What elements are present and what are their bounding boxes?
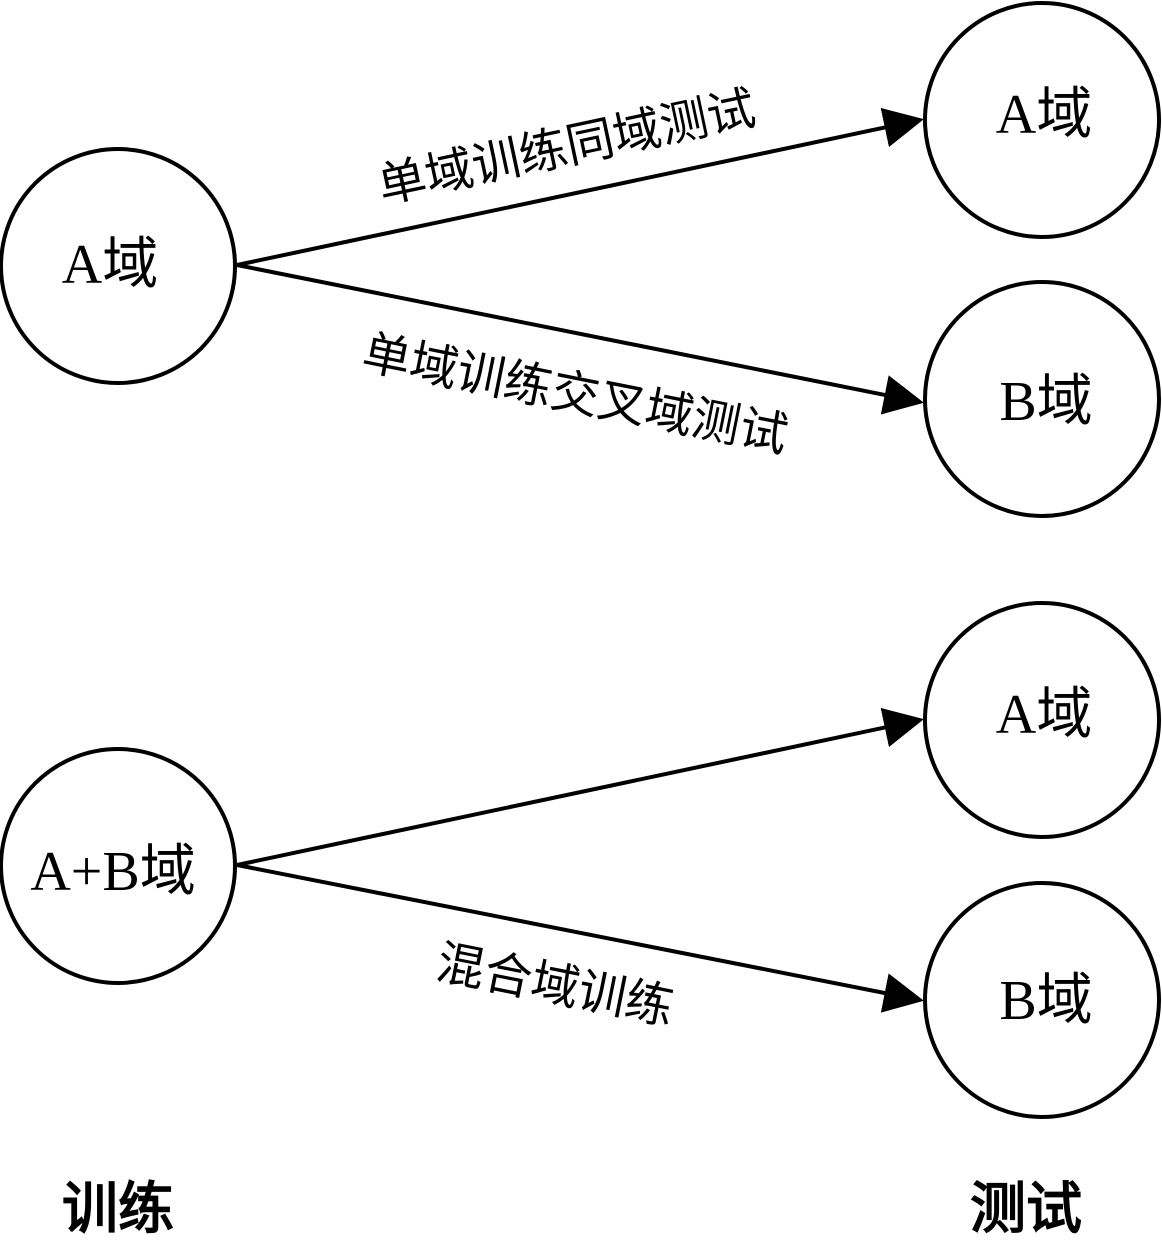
edge-label-cross-domain: 单域训练交叉域测试 xyxy=(358,325,793,465)
edge-cross-domain-arrow xyxy=(236,263,924,415)
edge-mixed-to-b-arrow xyxy=(236,863,924,1013)
footer-train-label: 训练 xyxy=(62,1177,174,1242)
node-train-ab: A+B域 xyxy=(0,747,237,985)
node-test-b-bottom-label: B域 xyxy=(999,970,1092,1032)
node-test-b-top-label: B域 xyxy=(999,371,1092,433)
node-train-a-label: A域 xyxy=(62,234,158,296)
node-train-a: A域 xyxy=(0,147,237,385)
node-test-b-top: B域 xyxy=(923,280,1161,518)
node-test-a-top: A域 xyxy=(923,1,1161,239)
footer-test-label: 测试 xyxy=(970,1177,1082,1242)
node-test-a-bottom-label: A域 xyxy=(996,684,1092,746)
node-test-a-top-label: A域 xyxy=(996,84,1092,146)
node-train-ab-label: A+B域 xyxy=(30,841,195,903)
edge-label-mixed-domain: 混合域训练 xyxy=(432,934,678,1036)
node-test-b-bottom: B域 xyxy=(923,881,1161,1119)
edge-same-domain-arrow xyxy=(236,107,924,267)
node-test-a-bottom: A域 xyxy=(923,601,1161,839)
edge-mixed-to-a-arrow xyxy=(236,707,924,867)
